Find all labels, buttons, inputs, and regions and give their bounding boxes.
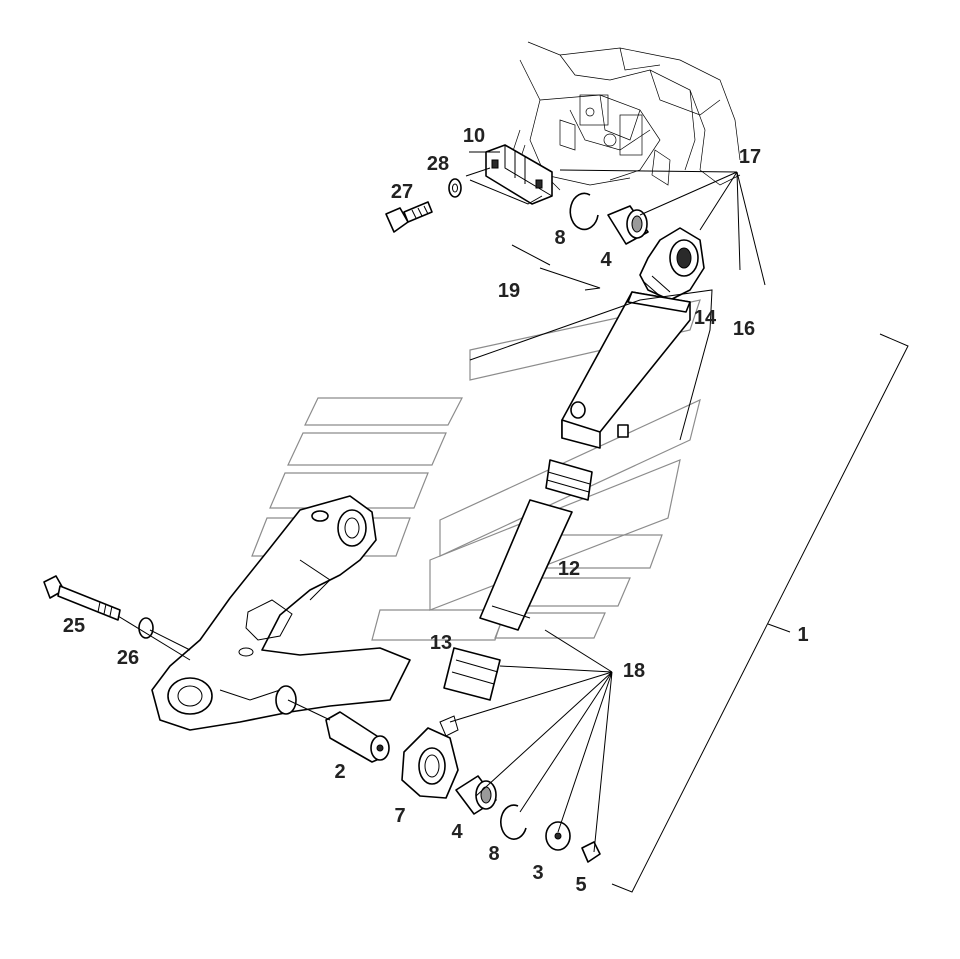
circlip-8-upper bbox=[569, 192, 599, 231]
washer-28 bbox=[448, 178, 462, 198]
bushing-4-lower bbox=[455, 775, 497, 815]
callout-4-lower: 4 bbox=[451, 821, 463, 843]
axle-bracket bbox=[151, 495, 411, 731]
callout-27: 27 bbox=[391, 181, 413, 203]
leader-lines bbox=[117, 151, 766, 853]
bracket-1-tick bbox=[767, 623, 791, 633]
callout-17: 17 bbox=[739, 146, 761, 168]
callout-19: 19 bbox=[498, 280, 520, 302]
bolt-25 bbox=[43, 575, 121, 621]
piston-rod-12 bbox=[479, 459, 593, 631]
callout-18: 18 bbox=[623, 660, 645, 682]
cylinder-barrel bbox=[561, 227, 705, 449]
callout-7: 7 bbox=[394, 805, 405, 827]
callout-3: 3 bbox=[532, 862, 543, 884]
gland-13 bbox=[443, 647, 501, 701]
callout-2: 2 bbox=[334, 761, 345, 783]
callout-12: 12 bbox=[558, 558, 580, 580]
bushing-4-upper bbox=[607, 205, 649, 245]
assembly-bracket-1 bbox=[611, 333, 909, 893]
rod-eye-7 bbox=[401, 715, 459, 799]
washer-3 bbox=[545, 821, 571, 851]
callout-26: 26 bbox=[117, 647, 139, 669]
callout-25: 25 bbox=[63, 615, 85, 637]
screw-5 bbox=[581, 841, 601, 863]
callout-8-lower: 8 bbox=[488, 843, 499, 865]
callouts: 10 28 27 17 8 4 19 14 16 12 1 25 13 26 1… bbox=[63, 125, 809, 896]
callout-28: 28 bbox=[427, 153, 449, 175]
circlip-8-lower bbox=[500, 804, 527, 840]
callout-16: 16 bbox=[733, 318, 755, 340]
callout-8-upper: 8 bbox=[554, 227, 565, 249]
lower-pin-2 bbox=[325, 711, 390, 763]
callout-13: 13 bbox=[430, 632, 452, 654]
callout-14: 14 bbox=[694, 307, 717, 329]
upper-pin-10 bbox=[485, 144, 553, 205]
callout-5: 5 bbox=[575, 874, 586, 896]
callout-10: 10 bbox=[463, 125, 485, 147]
callout-4-upper: 4 bbox=[600, 249, 612, 271]
callout-1: 1 bbox=[797, 624, 808, 646]
washer-26 bbox=[138, 617, 154, 639]
bolt-27 bbox=[385, 201, 433, 233]
